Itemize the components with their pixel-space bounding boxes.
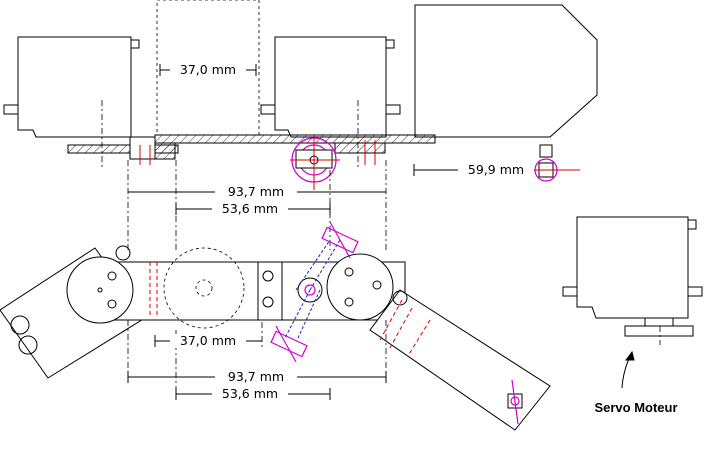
linkage-wheel-top	[321, 221, 359, 259]
left-flange	[67, 144, 179, 154]
linkage-wheel-bottom	[270, 325, 308, 363]
top-elevation-view: 37,0 mm 59,9 mm 93,7 mm 53,6 mm	[3, 0, 598, 250]
servo-left	[3, 36, 140, 170]
servo-detail: Servo Moteur	[562, 216, 703, 415]
right-hub	[326, 253, 394, 321]
dim-top-53: 53,6 mm	[222, 201, 278, 216]
dim-top-93: 93,7 mm	[228, 184, 284, 199]
dim-top-59: 59,9 mm	[468, 162, 524, 177]
wheel-top	[290, 135, 340, 190]
left-block	[129, 136, 156, 160]
left-hub	[66, 256, 134, 324]
chassis-plate	[154, 134, 436, 144]
dim-bottom-53: 53,6 mm	[222, 386, 278, 401]
caster-top	[520, 144, 580, 182]
mid-flange	[334, 142, 386, 154]
wheel-footprint	[163, 247, 245, 329]
arrow-icon	[625, 350, 635, 361]
servo-middle	[260, 36, 401, 170]
dim-bottom-37: 37,0 mm	[180, 333, 236, 348]
right-arm	[369, 289, 551, 431]
motor-axle	[297, 277, 323, 303]
servo-label: Servo Moteur	[594, 400, 677, 415]
bottom-plan-view: 37,0 mm 93,7 mm 53,6 mm	[0, 221, 551, 431]
left-coupler	[154, 142, 176, 160]
dim-bottom-93: 93,7 mm	[228, 369, 284, 384]
dim-top-37: 37,0 mm	[180, 62, 236, 77]
battery-box	[414, 4, 598, 138]
